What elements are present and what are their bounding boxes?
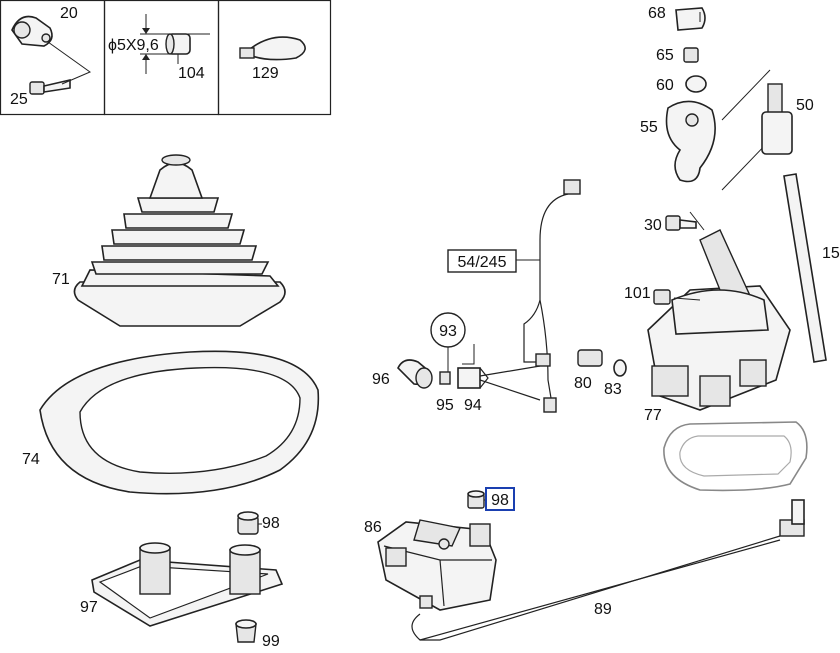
cable-clip-icon[interactable]: [239, 36, 306, 61]
bushing-80[interactable]: [577, 349, 603, 367]
label-30: 30: [644, 217, 662, 234]
label-98: 98: [262, 515, 280, 532]
label-77: 77: [644, 407, 662, 424]
label-89: 89: [594, 601, 612, 618]
label-55: 55: [640, 119, 658, 136]
nut-98-lower[interactable]: [237, 511, 259, 535]
label-95: 95: [436, 397, 454, 414]
label-68: 68: [648, 5, 666, 22]
frame-under-77[interactable]: [663, 421, 808, 492]
nut-98-selected[interactable]: [467, 490, 485, 509]
label-15: 15: [822, 245, 840, 262]
knob-55[interactable]: [665, 100, 716, 183]
label-71: 71: [52, 271, 70, 288]
screw-30[interactable]: [665, 215, 697, 231]
o-ring-83[interactable]: [613, 359, 627, 377]
inset-leader: [47, 41, 92, 85]
shift-housing-86[interactable]: [377, 519, 497, 611]
label-20: 20: [60, 5, 78, 22]
label-86: 86: [364, 519, 382, 536]
label-96: 96: [372, 371, 390, 388]
label-80: 80: [574, 375, 592, 392]
label-101: 101: [624, 285, 651, 302]
leader-lines: [258, 12, 705, 525]
leader-93b: [462, 344, 475, 365]
label-94: 94: [464, 397, 482, 414]
label-54-245: 54/245: [458, 254, 507, 271]
shift-rod-89[interactable]: [411, 499, 805, 641]
mounting-plate-97[interactable]: [91, 542, 284, 627]
gearshift-boot-71[interactable]: [73, 154, 286, 327]
label-dimension: ϕ5X9,6: [108, 37, 159, 54]
callout-box-54-245: [447, 249, 517, 273]
ring-60[interactable]: [685, 75, 707, 93]
inset-box-clip: [217, 0, 332, 116]
label-98-selected[interactable]: 98: [491, 492, 509, 509]
knob-insert-50[interactable]: [761, 83, 793, 155]
label-74: 74: [22, 451, 40, 468]
label-83: 83: [604, 381, 622, 398]
inset-panel: [0, 0, 332, 116]
selected-part-highlight[interactable]: [485, 487, 515, 511]
hose-icon[interactable]: [140, 14, 210, 74]
label-60: 60: [656, 77, 674, 94]
labels: 20 25 ϕ5X9,6 104 129 68 65 60 55 50 30 1…: [10, 5, 840, 650]
bulb-95[interactable]: [439, 371, 451, 385]
inset-box-hose: [103, 0, 220, 116]
label-93: 93: [439, 323, 457, 340]
label-97: 97: [80, 599, 98, 616]
label-129: 129: [252, 65, 279, 82]
knob-cap-68[interactable]: [675, 7, 706, 31]
wiring-harness[interactable]: [479, 179, 581, 413]
lever-rod-15[interactable]: [783, 173, 827, 363]
nut-101[interactable]: [653, 289, 671, 305]
label-65: 65: [656, 47, 674, 64]
lamp-holder-94[interactable]: [457, 367, 489, 389]
screw-icon[interactable]: [29, 78, 71, 95]
bulb-socket-96[interactable]: [397, 359, 433, 389]
nut-65[interactable]: [683, 47, 699, 63]
label-104: 104: [178, 65, 205, 82]
trim-frame-74[interactable]: [39, 350, 320, 495]
callout-circle-93: [430, 312, 466, 348]
sleeve-99[interactable]: [235, 619, 257, 643]
shift-mechanism-77[interactable]: [647, 229, 791, 411]
ball-stud-icon[interactable]: [11, 15, 53, 47]
label-99: 99: [262, 633, 280, 650]
label-50: 50: [796, 97, 814, 114]
label-25: 25: [10, 91, 28, 108]
